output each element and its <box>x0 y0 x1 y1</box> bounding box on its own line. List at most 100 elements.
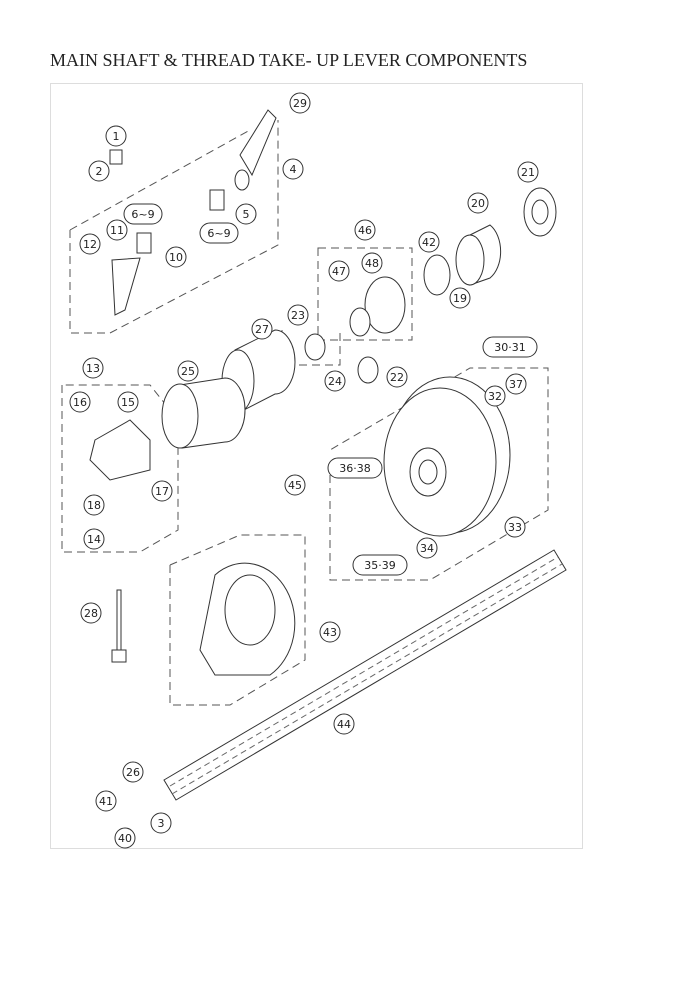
callout-label: 47 <box>332 265 346 278</box>
callout-bubble <box>69 391 91 413</box>
callout-bubble <box>150 812 172 834</box>
callout-label: 22 <box>390 371 404 384</box>
callout-bubble <box>114 827 136 849</box>
callout-bubble <box>449 287 471 309</box>
callout-bubble <box>416 537 438 559</box>
callout-35·39: 35·39 <box>352 554 408 576</box>
callout-bubble <box>352 554 408 576</box>
callout-48: 48 <box>361 252 383 274</box>
callout-label: 46 <box>358 224 372 237</box>
callout-bubble <box>324 370 346 392</box>
callout-bubble <box>123 203 163 225</box>
callout-label: 44 <box>337 718 351 731</box>
callout-label: 41 <box>99 795 113 808</box>
callout-42: 42 <box>418 231 440 253</box>
callout-bubble <box>327 457 383 479</box>
callout-47: 47 <box>328 260 350 282</box>
callout-bubble <box>333 713 355 735</box>
callout-26: 26 <box>122 761 144 783</box>
callout-label: 37 <box>509 378 523 391</box>
callout-bubble <box>484 385 506 407</box>
callout-bubble <box>504 516 526 538</box>
callout-label: 15 <box>121 396 135 409</box>
callout-21: 21 <box>517 161 539 183</box>
callout-28: 28 <box>80 602 102 624</box>
callout-bubble <box>83 494 105 516</box>
callout-bubble <box>88 160 110 182</box>
callout-bubble <box>79 233 101 255</box>
callout-bubble <box>354 219 376 241</box>
callout-19: 19 <box>449 287 471 309</box>
callout-label: 1 <box>113 130 120 143</box>
callout-bubble <box>106 219 128 241</box>
callout-label: 18 <box>87 499 101 512</box>
pin-1 <box>109 149 123 165</box>
callout-bubble <box>287 304 309 326</box>
callout-13: 13 <box>82 357 104 379</box>
callout-44: 44 <box>333 713 355 735</box>
callout-5: 5 <box>235 203 257 225</box>
page-title: MAIN SHAFT & THREAD TAKE- UP LEVER COMPO… <box>50 50 528 70</box>
callout-25: 25 <box>177 360 199 382</box>
callout-label: 29 <box>293 97 307 110</box>
lever-11 <box>111 257 141 316</box>
callout-bubble <box>282 158 304 180</box>
callout-label: 6~9 <box>207 227 230 240</box>
screw-28 <box>116 589 122 651</box>
callout-bubble <box>151 480 173 502</box>
callout-bubble <box>83 528 105 550</box>
callout-label: 10 <box>169 251 183 264</box>
callout-label: 23 <box>291 309 305 322</box>
gear-6-9b <box>209 189 225 211</box>
callout-6~9: 6~9 <box>199 222 239 244</box>
callout-label: 28 <box>84 607 98 620</box>
callout-11: 11 <box>106 219 128 241</box>
callout-17: 17 <box>151 480 173 502</box>
callout-label: 45 <box>288 479 302 492</box>
callout-34: 34 <box>416 537 438 559</box>
callout-label: 4 <box>290 163 297 176</box>
callout-33: 33 <box>504 516 526 538</box>
callout-27: 27 <box>251 318 273 340</box>
main-shaft <box>163 549 567 801</box>
ring-22 <box>357 356 379 384</box>
callout-label: 25 <box>181 365 195 378</box>
callout-46: 46 <box>354 219 376 241</box>
callout-label: 2 <box>96 165 103 178</box>
callout-bubble <box>122 761 144 783</box>
callout-label: 33 <box>508 521 522 534</box>
callout-label: 34 <box>420 542 434 555</box>
callout-bubble <box>319 621 341 643</box>
callout-bubble <box>328 260 350 282</box>
callout-1: 1 <box>105 125 127 147</box>
callout-bubble <box>505 373 527 395</box>
callout-label: 5 <box>243 208 250 221</box>
callout-bubble <box>386 366 408 388</box>
callout-10: 10 <box>165 246 187 268</box>
group-outlines <box>61 120 549 706</box>
callout-bubble <box>235 203 257 225</box>
callout-label: 6~9 <box>131 208 154 221</box>
plate-42 <box>423 254 451 296</box>
callout-22: 22 <box>386 366 408 388</box>
callout-bubble <box>177 360 199 382</box>
callout-43: 43 <box>319 621 341 643</box>
callout-bubble <box>467 192 489 214</box>
callout-bubble <box>284 474 306 496</box>
callout-label: 16 <box>73 396 87 409</box>
callout-15: 15 <box>117 391 139 413</box>
callout-label: 32 <box>488 390 502 403</box>
callout-label: 43 <box>323 626 337 639</box>
callout-bubble <box>105 125 127 147</box>
callout-40: 40 <box>114 827 136 849</box>
callout-label: 17 <box>155 485 169 498</box>
callout-41: 41 <box>95 790 117 812</box>
callout-29: 29 <box>289 92 311 114</box>
callout-label: 14 <box>87 533 101 546</box>
callout-bubble <box>80 602 102 624</box>
callout-23: 23 <box>287 304 309 326</box>
lever-4 <box>239 109 277 177</box>
callout-label: 13 <box>86 362 100 375</box>
